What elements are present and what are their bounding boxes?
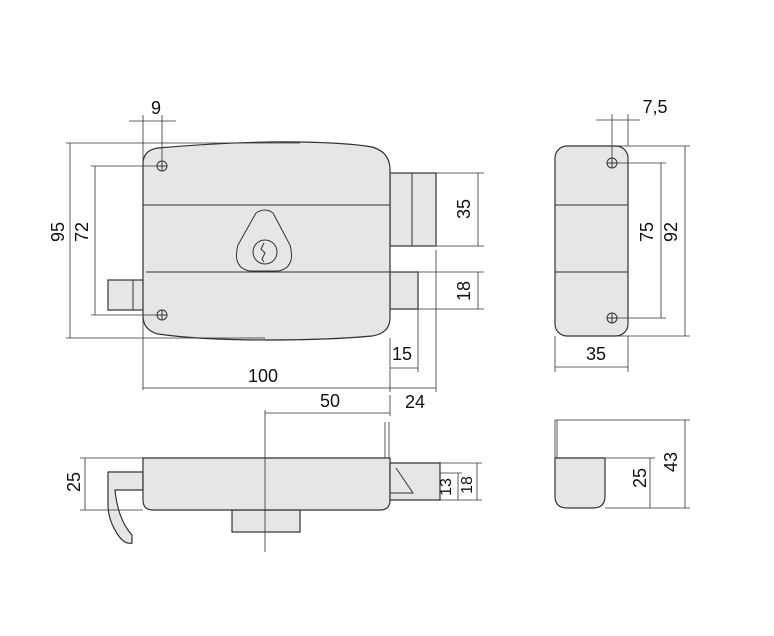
dim-width: 100 (248, 366, 278, 386)
side-body (554, 145, 629, 337)
end-body (554, 457, 606, 509)
dim-side-hole-offset: 7,5 (642, 97, 667, 117)
deadbolt (389, 172, 437, 247)
dim-latch-projection: 15 (392, 344, 412, 364)
left-stub (107, 279, 145, 311)
keyhole-icon (252, 239, 278, 265)
dim-end-depth: 25 (630, 468, 650, 488)
bottom-view: 50 25 13 18 (64, 391, 482, 552)
lock-body (142, 141, 391, 341)
dim-side-hole-spacing: 75 (637, 222, 657, 242)
dim-end-total-depth: 43 (661, 452, 681, 472)
side-view: 7,5 75 92 35 (554, 97, 690, 372)
hook (107, 471, 144, 544)
dim-bolt-projection: 24 (405, 392, 425, 412)
latch (389, 271, 419, 310)
dim-bottom-depth: 25 (64, 472, 84, 492)
dim-backset: 50 (320, 391, 340, 411)
dim-latch-height: 18 (454, 281, 474, 301)
bottom-body (142, 457, 391, 511)
end-view: 25 43 (554, 419, 690, 509)
dim-side-height: 92 (661, 222, 681, 242)
dim-hole-offset: 9 (151, 98, 161, 118)
dim-latch-thickness: 13 (438, 478, 455, 496)
front-view: 9 95 72 35 18 15 100 24 (48, 98, 484, 412)
dim-height: 95 (48, 222, 68, 242)
dim-bolt-height: 35 (454, 199, 474, 219)
dim-side-depth: 35 (586, 344, 606, 364)
dim-bolt-thickness: 18 (459, 476, 476, 494)
latch-bolt (389, 462, 441, 501)
key-escutcheon (236, 209, 292, 272)
dim-hole-spacing: 72 (72, 222, 92, 242)
cylinder (231, 509, 301, 533)
